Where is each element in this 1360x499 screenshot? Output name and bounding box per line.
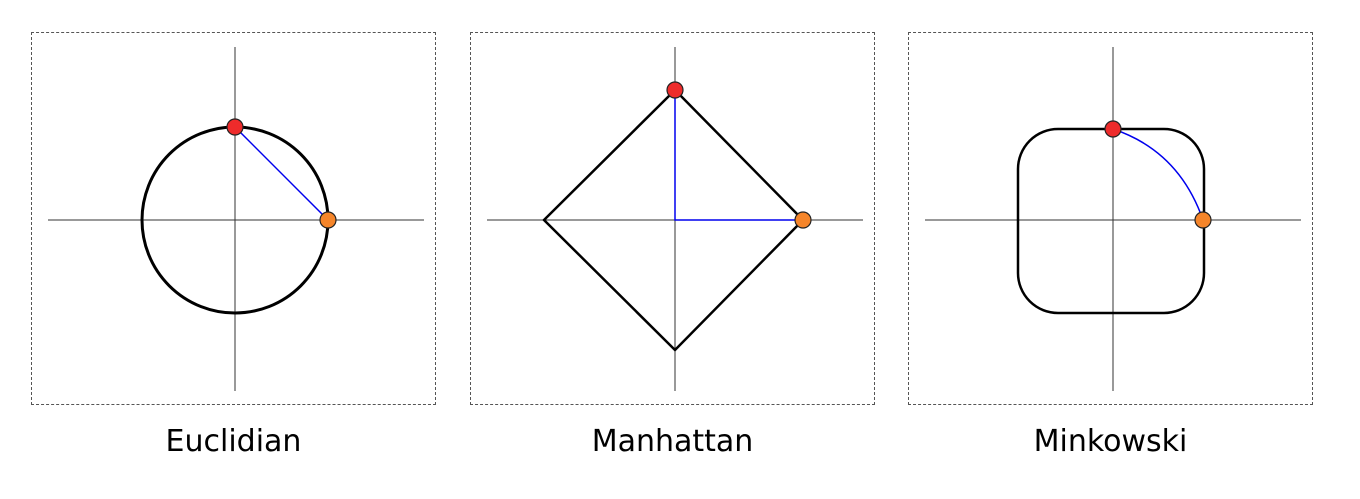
point-right [1194, 211, 1212, 229]
point-right [794, 211, 812, 229]
caption-euclidian: Euclidian [165, 424, 302, 459]
caption-manhattan: Manhattan [591, 424, 754, 459]
euclidian-panel [31, 32, 436, 405]
manhattan-diagram [487, 47, 863, 391]
euclidian-distance-path [234, 126, 329, 221]
caption-minkowski: Minkowski [1033, 424, 1188, 459]
point-top [226, 118, 244, 136]
minkowski-diagram [925, 47, 1301, 391]
minkowski-distance-path [1112, 128, 1204, 221]
minkowski-panel [908, 32, 1313, 405]
unit-diamond [542, 88, 805, 352]
manhattan-distance-path [674, 90, 803, 221]
manhattan-panel [470, 32, 875, 405]
point-right [319, 211, 337, 229]
unit-squircle [1016, 127, 1206, 315]
point-top [1104, 120, 1122, 138]
point-top [666, 81, 684, 99]
euclidian-diagram [48, 47, 424, 391]
